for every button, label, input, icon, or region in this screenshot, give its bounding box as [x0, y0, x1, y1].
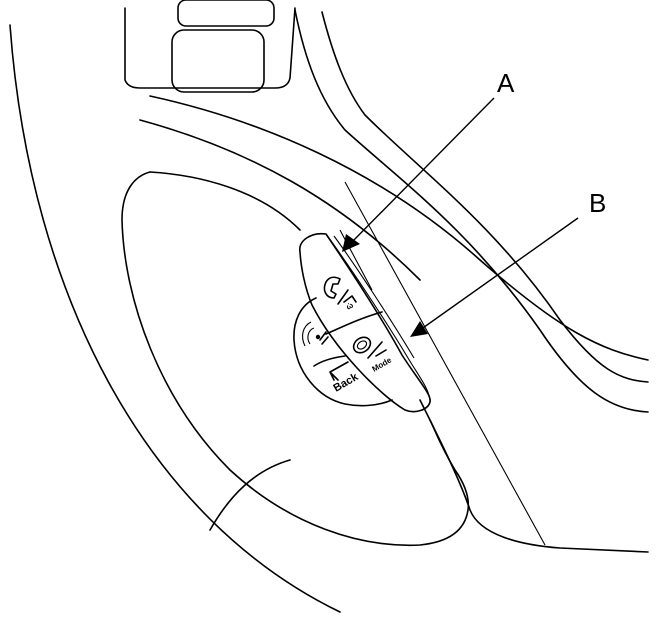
wheel-outer-rim [9, 24, 341, 613]
hub-lower-edge [419, 399, 649, 553]
svg-text:ώ: ώ [345, 300, 356, 311]
hub-diagonal-line [344, 181, 546, 546]
mode-label: Mode [371, 355, 394, 374]
lower-button-cluster [293, 297, 393, 407]
grip-pad-top [149, 171, 301, 231]
talk-voice-icon[interactable] [302, 321, 329, 347]
phone-pickup-hangup-icon[interactable]: ώ [323, 276, 357, 312]
switch-divider [325, 311, 383, 335]
leader-a-arrowhead [342, 234, 360, 252]
grip-seam [209, 459, 291, 531]
leader-b [419, 217, 579, 331]
back-label: Back [332, 371, 362, 395]
leader-a [349, 97, 495, 245]
switch-housing-bevel-2 [333, 235, 415, 359]
hub-upper-block [124, 7, 296, 89]
spoke-line-2 [149, 95, 649, 361]
switch-housing-bevel [325, 233, 431, 403]
grip-pad-outline [121, 171, 470, 547]
callout-a: A [497, 68, 515, 98]
callout-b: B [589, 188, 606, 218]
hub-middle-recess [171, 29, 265, 93]
back-arrow-icon [329, 361, 349, 381]
leader-b-arrowhead [410, 321, 428, 337]
lower-button-divider [313, 355, 346, 367]
spoke-line-1 [139, 119, 421, 281]
spoke-line-3 [294, 9, 649, 413]
switch-housing [299, 232, 431, 413]
spoke-line-4 [321, 11, 649, 383]
hub-top-recess [177, 0, 275, 27]
